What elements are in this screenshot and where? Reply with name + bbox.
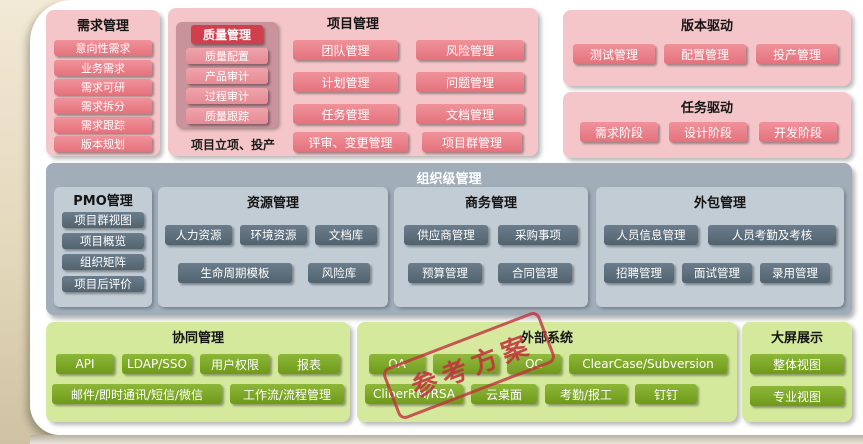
quality-node: 产品审计 [186, 68, 268, 84]
slide-bottom-edge [30, 435, 863, 444]
panel-organization-title: 组织级管理 [416, 172, 482, 187]
requirements-node: 需求拆分 [54, 98, 152, 114]
panel-project: 项目管理 质量管理 质量配置 产品审计 过程审计 质量跟踪 项目立项、投产 团队… [168, 8, 538, 156]
collaboration-node: 工作流/流程管理 [230, 384, 344, 404]
outsourcing-node: 人员考勤及考核 [708, 225, 836, 245]
collaboration-node: API [56, 354, 114, 374]
task-node: 需求阶段 [580, 122, 658, 142]
panel-version-driven-title: 版本驱动 [680, 19, 733, 34]
requirements-node: 意向性需求 [54, 40, 152, 56]
outsourcing-node: 招聘管理 [604, 263, 674, 283]
resource-node: 人力资源 [165, 225, 232, 245]
project-node: 问题管理 [416, 72, 524, 92]
resource-node: 文档库 [315, 225, 377, 245]
display-node: 整体视图 [750, 354, 844, 374]
project-node: 风险管理 [416, 40, 524, 60]
business-node: 供应商管理 [404, 225, 488, 245]
panel-pmo-title: PMO管理 [73, 194, 133, 209]
version-node: 配置管理 [664, 44, 746, 64]
panel-organization: 组织级管理 PMO管理 项目群视图 项目概览 组织矩阵 项目后评价 资源管理 人… [46, 163, 852, 315]
panel-resource: 资源管理 人力资源 环境资源 文档库 生命周期模板 风险库 [158, 187, 388, 307]
version-node: 投产管理 [756, 44, 838, 64]
outsourcing-node: 录用管理 [760, 263, 830, 283]
external-node: 云桌面 [471, 384, 537, 404]
project-node: 文档管理 [416, 104, 524, 124]
resource-node: 风险库 [308, 263, 370, 283]
external-node: OA [369, 354, 425, 374]
panel-external-systems-title: 外部系统 [520, 331, 573, 346]
resource-node: 生命周期模板 [178, 263, 292, 283]
task-node: 设计阶段 [669, 122, 747, 142]
requirements-node: 业务需求 [54, 60, 152, 76]
collaboration-node: LDAP/SSO [122, 354, 192, 374]
business-node: 采购事项 [498, 225, 578, 245]
external-node: QC [507, 354, 561, 374]
panel-collaboration: 协同管理 API LDAP/SSO 用户权限 报表 邮件/即时通讯/短信/微信 … [46, 322, 350, 422]
requirements-node: 版本规划 [54, 136, 152, 152]
external-node: CliberRM/RSA [365, 384, 463, 404]
collaboration-node: 报表 [278, 354, 340, 374]
version-node: 测试管理 [573, 44, 655, 64]
panel-quality: 质量管理 质量配置 产品审计 过程审计 质量跟踪 [176, 22, 278, 128]
business-node: 合同管理 [498, 263, 572, 283]
panel-requirements: 需求管理 意向性需求 业务需求 需求可研 需求拆分 需求跟踪 版本规划 [46, 10, 160, 156]
collaboration-node: 邮件/即时通讯/短信/微信 [52, 384, 222, 404]
quality-node: 质量配置 [186, 48, 268, 64]
requirements-node: 需求可研 [54, 79, 152, 95]
panel-display-title: 大屏展示 [770, 331, 823, 346]
project-startup-label: 项目立项、投产 [190, 138, 275, 152]
panel-task-driven: 任务驱动 需求阶段 设计阶段 开发阶段 [563, 92, 851, 158]
panel-task-driven-title: 任务驱动 [680, 101, 733, 116]
panel-display: 大屏展示 整体视图 专业视图 [742, 322, 852, 422]
external-node: 考勤/报工 [545, 384, 627, 404]
external-node: 钉钉 [635, 384, 697, 404]
panel-external-systems: 外部系统 OA QC ClearCase/Subversion CliberRM… [357, 322, 737, 422]
requirements-node: 需求跟踪 [54, 117, 152, 133]
collaboration-node: 用户权限 [200, 354, 270, 374]
business-node: 预算管理 [408, 263, 482, 283]
panel-outsourcing: 外包管理 人员信息管理 人员考勤及考核 招聘管理 面试管理 录用管理 [596, 187, 844, 307]
panel-project-title: 项目管理 [326, 17, 379, 32]
panel-outsourcing-title: 外包管理 [693, 196, 746, 211]
outsourcing-node: 人员信息管理 [604, 225, 698, 245]
outsourcing-node: 面试管理 [682, 263, 752, 283]
panel-quality-title: 质量管理 [190, 25, 264, 44]
panel-version-driven: 版本驱动 测试管理 配置管理 投产管理 [563, 10, 851, 86]
pmo-node: 项目后评价 [62, 276, 144, 292]
project-node: 计划管理 [293, 72, 398, 92]
panel-requirements-title: 需求管理 [76, 19, 129, 34]
panel-business: 商务管理 供应商管理 采购事项 预算管理 合同管理 [394, 187, 588, 307]
pmo-node: 组织矩阵 [62, 254, 144, 270]
pmo-node: 项目概览 [62, 233, 144, 249]
panel-resource-title: 资源管理 [246, 196, 299, 211]
project-node: 任务管理 [293, 104, 398, 124]
project-node: 评审、变更管理 [293, 132, 408, 152]
project-node: 项目群管理 [422, 132, 522, 152]
quality-node: 质量跟踪 [186, 108, 268, 124]
quality-node: 过程审计 [186, 88, 268, 104]
panel-pmo: PMO管理 项目群视图 项目概览 组织矩阵 项目后评价 [54, 187, 152, 307]
external-node: ClearCase/Subversion [569, 354, 727, 374]
pmo-node: 项目群视图 [62, 212, 144, 228]
panel-business-title: 商务管理 [464, 196, 517, 211]
external-node-obscured [433, 354, 499, 374]
project-node: 团队管理 [293, 40, 398, 60]
display-node: 专业视图 [750, 386, 844, 406]
panel-collaboration-title: 协同管理 [171, 331, 224, 346]
resource-node: 环境资源 [240, 225, 307, 245]
task-node: 开发阶段 [759, 122, 837, 142]
